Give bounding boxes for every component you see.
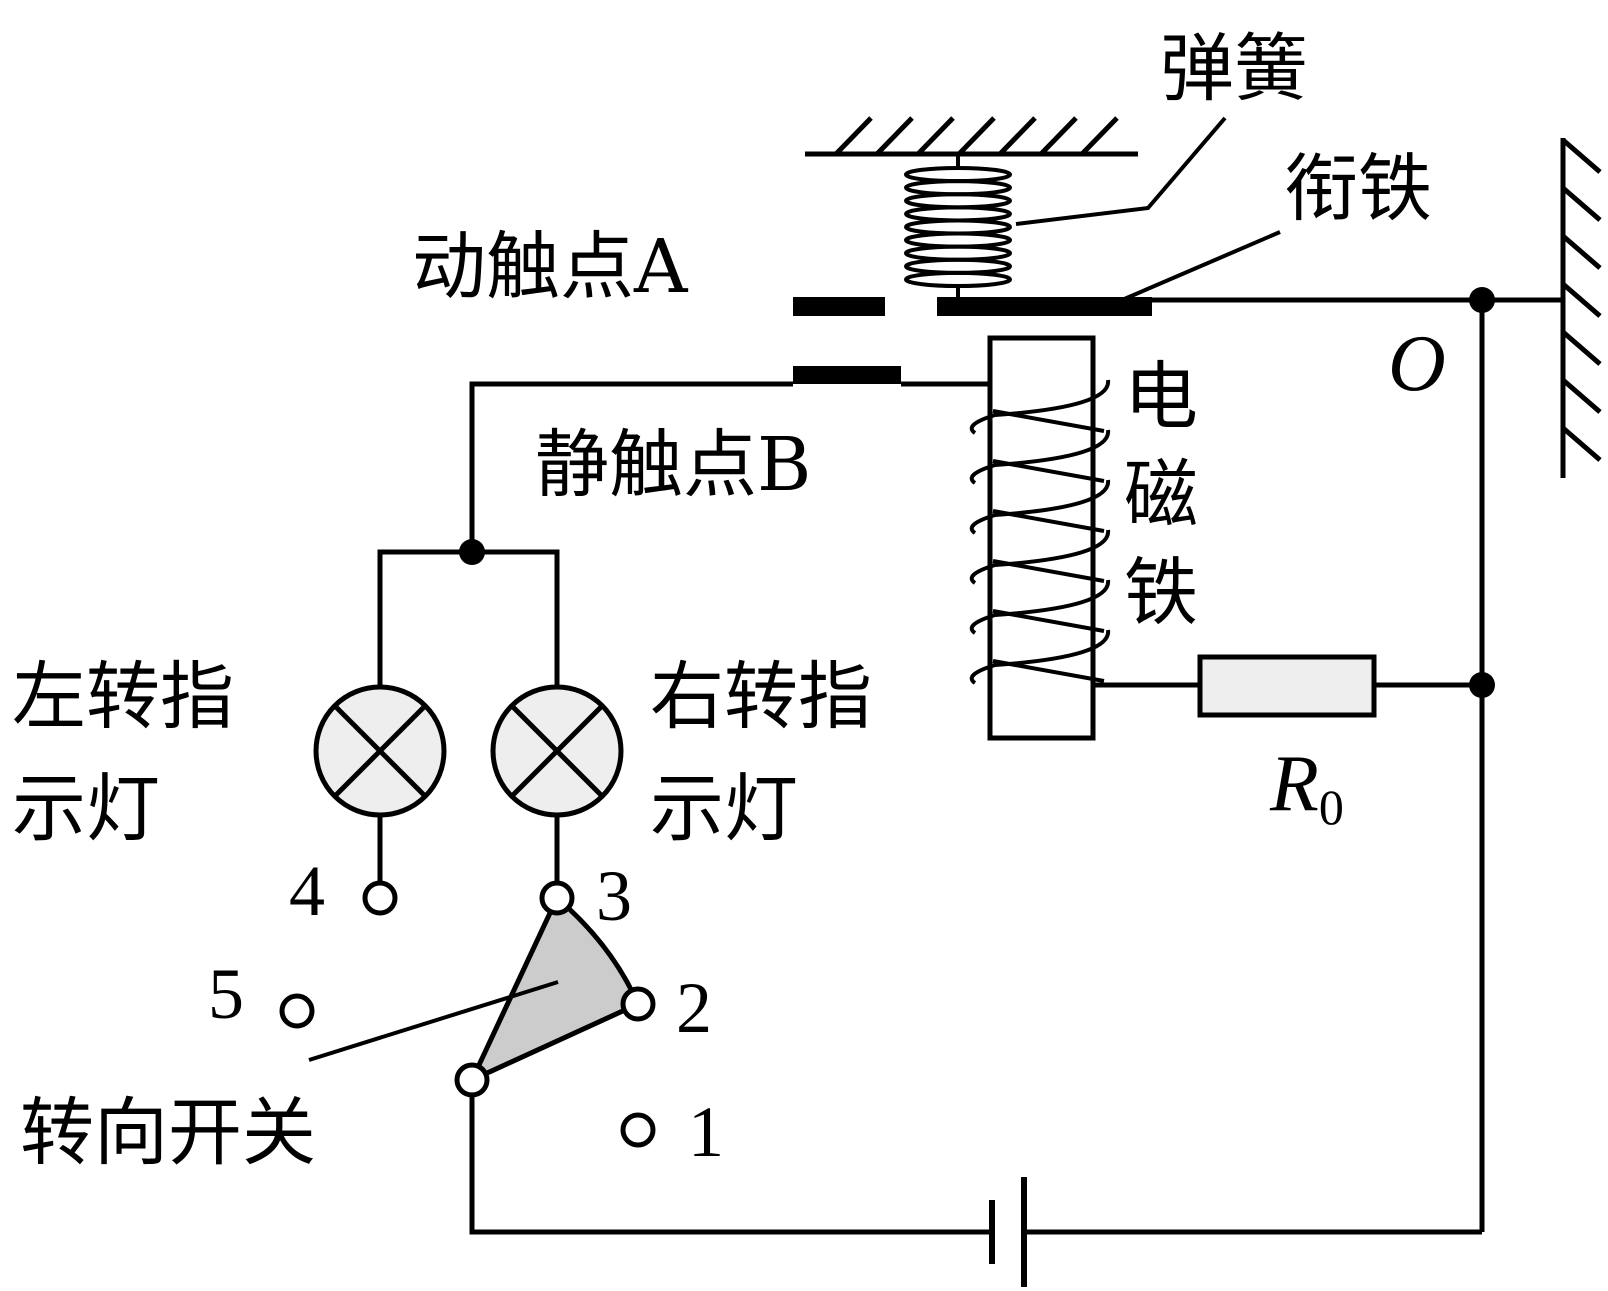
terminal-label-5: 5 [208,954,244,1034]
electromagnet-label-1: 电 [1124,354,1198,440]
electromagnet-coil [969,379,1111,685]
left-lamp [313,684,447,818]
terminal-label-3: 3 [596,856,632,936]
static-contact-label: 静触点B [535,422,811,508]
static-contact [793,366,901,384]
ceiling-support [805,116,1138,157]
spring-label: 弹簧 [1160,26,1308,112]
spring [904,154,1012,300]
terminal-1 [620,1112,656,1148]
armature-label: 衔铁 [1284,146,1432,232]
wall-support [1560,138,1602,478]
wires [377,300,1485,1235]
pivot-label: O [1388,320,1446,408]
lamp-junction [459,539,485,565]
terminal-4 [362,880,398,916]
spring-coil [904,270,1012,289]
terminal-label-2: 2 [676,968,712,1048]
resistor [1197,654,1377,718]
moving-contact-label: 动触点A [412,224,689,310]
terminal-2 [620,986,656,1022]
electromagnet-label-2: 磁 [1124,452,1198,538]
battery [989,1177,1027,1287]
left-lamp-label-2: 示灯 [12,766,160,852]
turn-switch-label: 转向开关 [20,1090,316,1176]
left-lamp-label-1: 左转指 [12,654,234,740]
switch-pivot [454,1062,490,1098]
electromagnet [969,335,1111,741]
terminal-label-4: 4 [289,851,325,931]
terminal-5 [279,993,315,1029]
resistor-label: R0 [1269,740,1344,835]
terminal-label-1: 1 [688,1092,724,1172]
terminal-3 [539,880,575,916]
right-lamp-label-1: 右转指 [650,654,872,740]
right-lamp-label-2: 示灯 [650,766,798,852]
electromagnet-label-3: 铁 [1124,550,1198,636]
right-lamp [490,684,624,818]
resistor-junction [1469,672,1495,698]
leader-lines [308,116,1281,1062]
armature [793,297,1563,316]
